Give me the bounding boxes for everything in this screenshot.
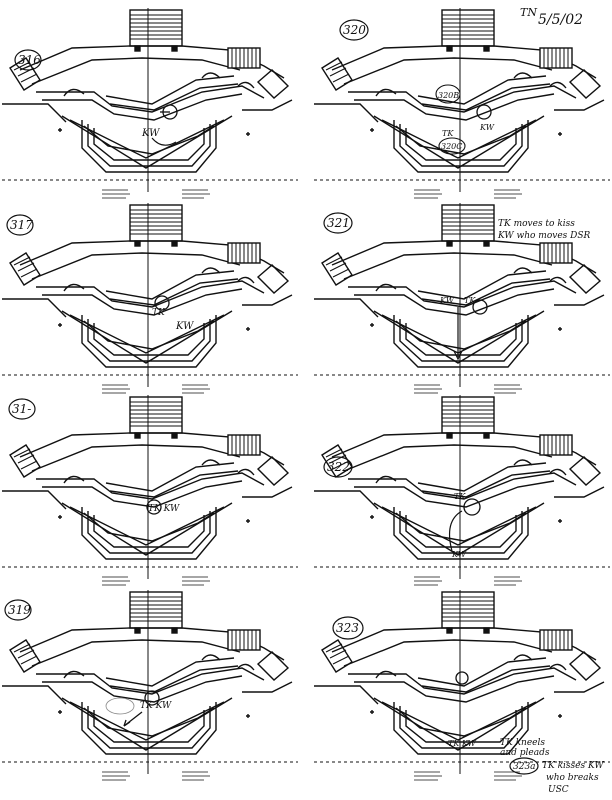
mark-kw: KW xyxy=(175,321,194,332)
mark-kw: KW xyxy=(439,296,455,305)
mark-kw: KW xyxy=(451,550,467,559)
note-323a-line3: USC xyxy=(548,785,569,795)
panel-320: 320 320B TK KW 320C xyxy=(313,7,611,199)
mark-tkkw: TK KW xyxy=(148,504,180,514)
panel-number: 31- xyxy=(12,402,31,416)
panel-number: 320 xyxy=(343,23,366,37)
mark-tk: TK xyxy=(442,129,454,138)
panel-323: 323 TK KW xyxy=(313,589,611,781)
mark-tk: TK xyxy=(152,308,166,318)
panel-31-: 31- TK KW xyxy=(1,394,299,586)
panel-number: 316 xyxy=(18,53,41,67)
panel-322: 322 TK KW xyxy=(313,394,611,586)
initials: TN xyxy=(520,6,537,19)
panel-321: 321 KW TK xyxy=(313,202,611,394)
mark-320c: 320C xyxy=(441,142,462,151)
panel-number: 317 xyxy=(10,218,33,232)
note-323a: 323a TK kisses KW who breaks USC xyxy=(509,757,604,795)
note-323a-line1: TK kisses KW xyxy=(542,761,604,771)
panel-number: 322 xyxy=(327,460,350,474)
note-323a-number: 323a xyxy=(513,762,536,772)
mark-kw: KW xyxy=(479,123,495,132)
mark-320b: 320B xyxy=(438,91,459,100)
mark-tk: TK xyxy=(464,296,476,305)
mark-tk: TK xyxy=(454,492,466,501)
panel-number: 323 xyxy=(336,621,359,635)
mark-kw: KW xyxy=(141,128,160,139)
date: 5/5/02 xyxy=(538,12,583,28)
panel-number: 319 xyxy=(8,603,31,617)
mark-tkkw: TK KW xyxy=(448,739,477,748)
note-323a-line2: who breaks xyxy=(546,773,599,783)
panel-number: 321 xyxy=(327,216,350,230)
panel-317: 317 TK KW xyxy=(1,202,299,394)
panel-319: 319 TK KW xyxy=(1,589,299,781)
panel-316: 316 KW xyxy=(1,7,299,199)
mark-tkkw: TK KW xyxy=(140,701,172,711)
